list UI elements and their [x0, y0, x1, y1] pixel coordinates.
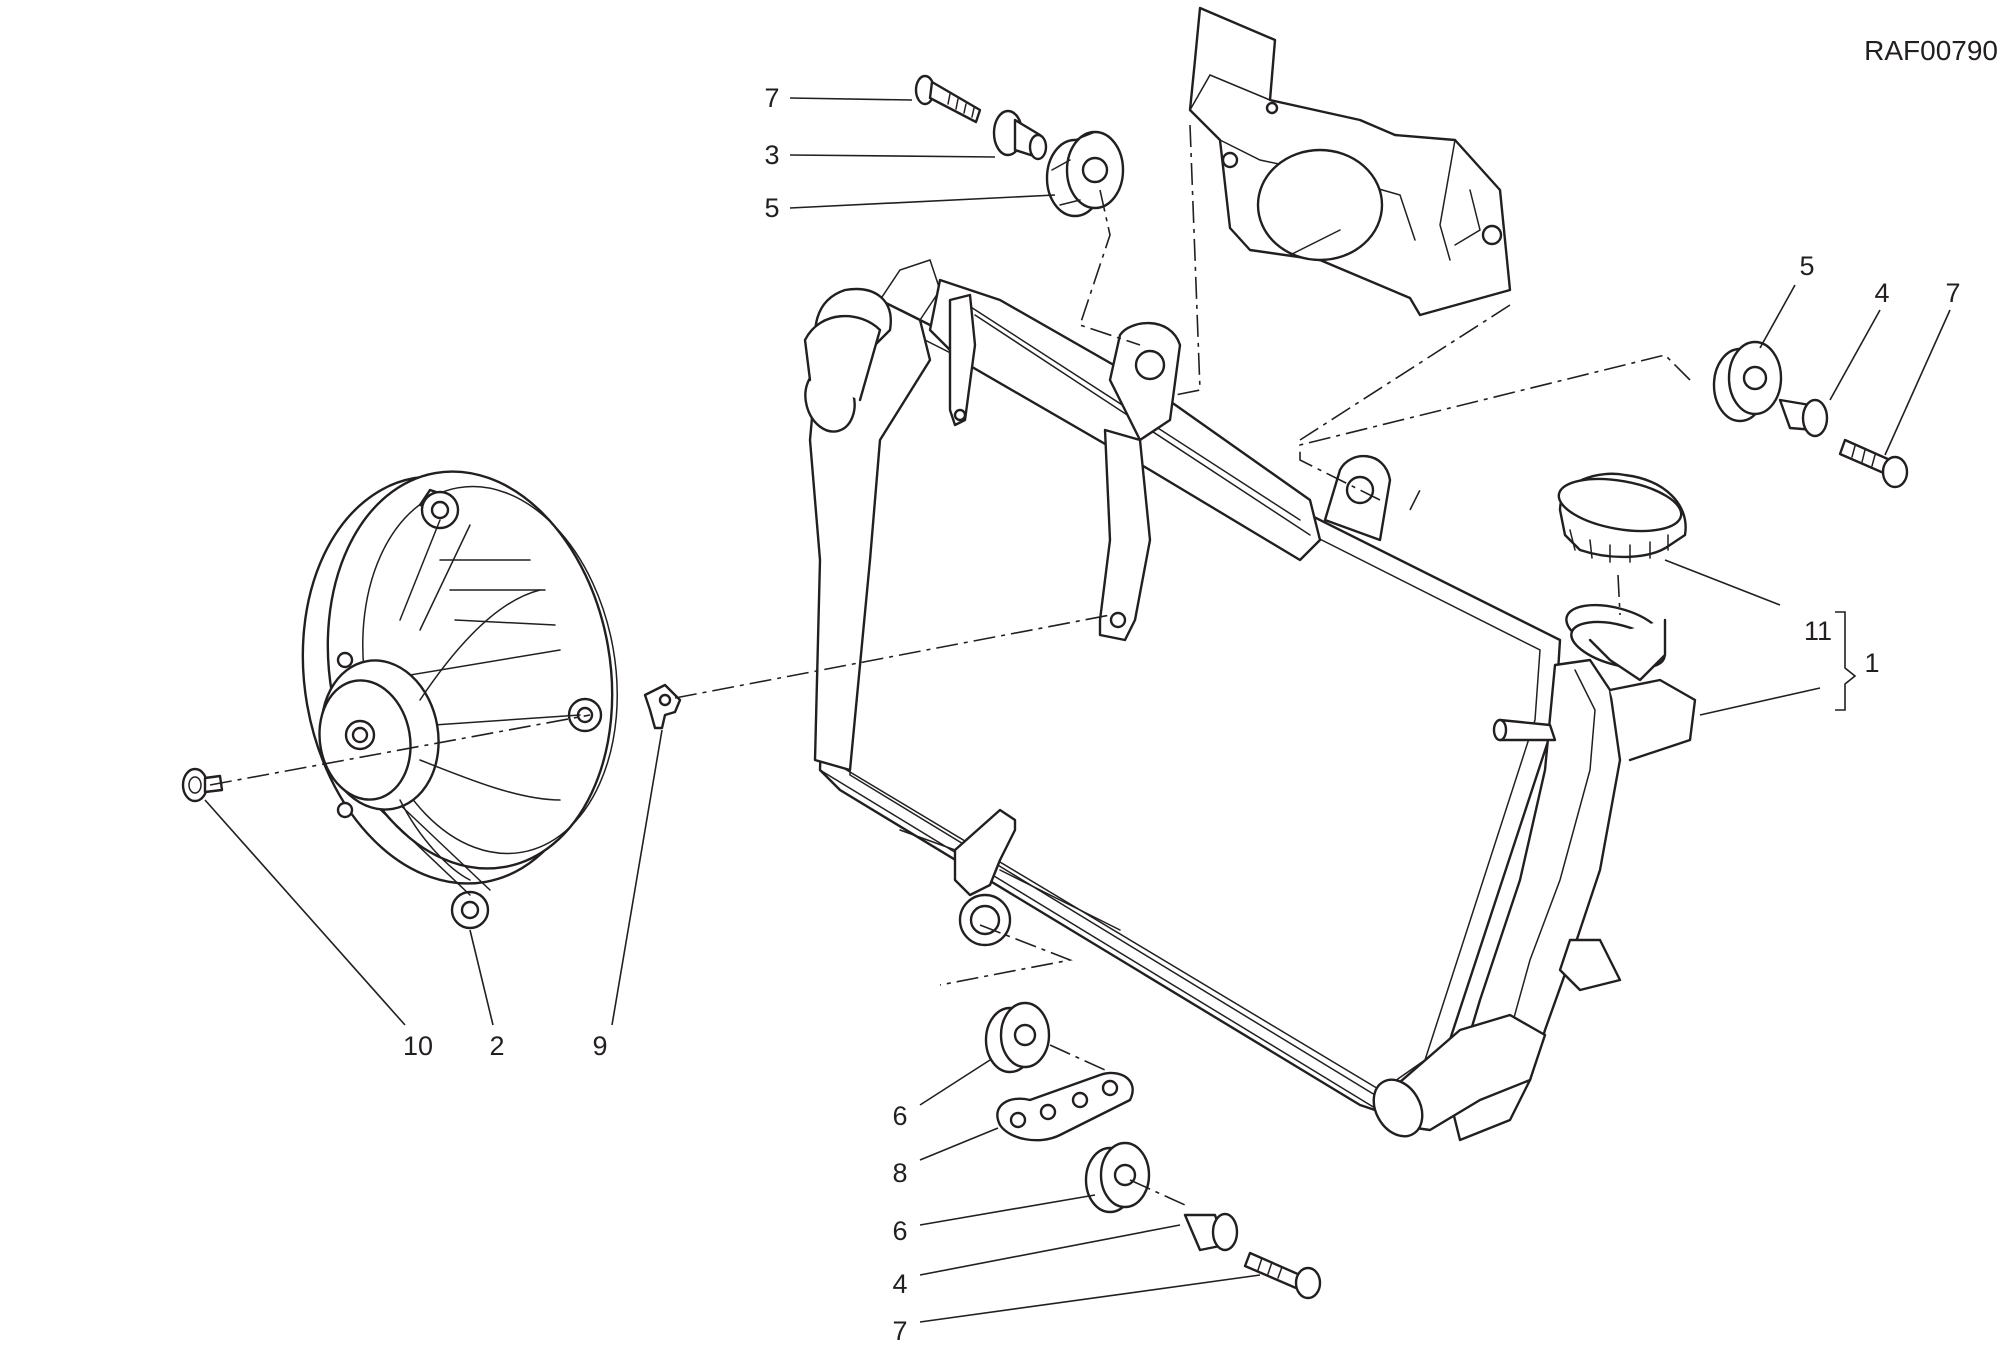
callout-1: 1: [1864, 648, 1879, 678]
rubber-grommet-5-top: [1045, 130, 1125, 218]
callout-4-right: 4: [1874, 278, 1889, 308]
callout-5-top: 5: [764, 193, 779, 223]
cooling-fan: [301, 470, 618, 930]
assembly-lines: [209, 124, 1691, 1206]
callout-6-upper: 6: [892, 1101, 907, 1131]
mounting-bracket: [1188, 6, 1512, 317]
callout-6-lower: 6: [892, 1216, 907, 1246]
rubber-grommet-6-upper: [984, 1001, 1051, 1074]
callout-4-bottom: 4: [892, 1269, 907, 1299]
callout-3: 3: [764, 140, 779, 170]
callout-7-right: 7: [1945, 278, 1960, 308]
bolt-7-top: [914, 74, 982, 124]
callout-11: 11: [1804, 616, 1832, 646]
callout-7-bottom: 7: [892, 1316, 907, 1346]
leader-lines: [204, 97, 1951, 1323]
bolt-7-bottom: [1243, 1251, 1322, 1300]
callout-9: 9: [592, 1031, 607, 1061]
spacer-4-bottom: [1183, 1212, 1239, 1252]
callout-7-top: 7: [764, 83, 779, 113]
rubber-grommet-5-right: [1712, 340, 1783, 423]
callout-2: 2: [489, 1031, 504, 1061]
radiator: [803, 259, 1697, 1142]
radiator-cap: [1557, 472, 1687, 563]
speed-nut: [643, 683, 682, 730]
callout-8: 8: [892, 1158, 907, 1188]
callout-10: 10: [403, 1031, 433, 1061]
screw-10: [181, 767, 224, 803]
bolt-7-right: [1838, 438, 1909, 489]
drawing-reference-code: RAF00790: [1864, 35, 1998, 66]
rubber-grommet-6-lower: [1084, 1141, 1151, 1214]
spacer-3: [992, 109, 1048, 161]
spacer-4-right: [1778, 398, 1829, 438]
callout-numbers: 7 3 5 5 4 7 11 1 10 2 9 6 8 6 4 7: [403, 83, 1961, 1346]
callout-5-right: 5: [1799, 251, 1814, 281]
link-plate-8: [996, 1071, 1134, 1142]
